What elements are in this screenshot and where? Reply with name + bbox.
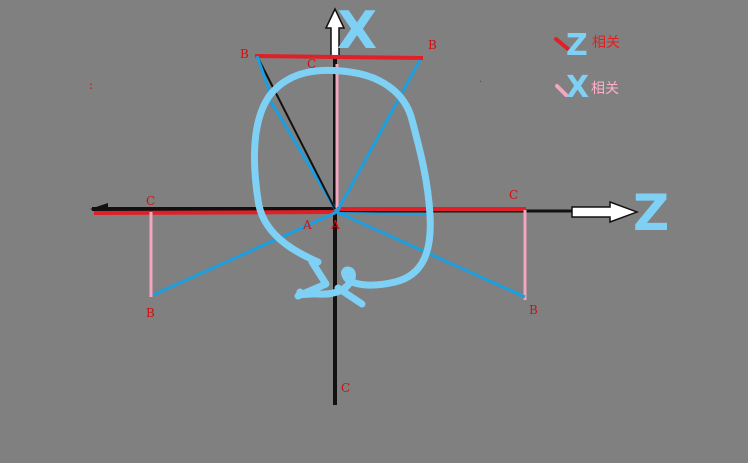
label-a-left: A (302, 218, 312, 232)
label-c-right: C (509, 188, 518, 202)
blue-line-to-right-b (336, 210, 526, 299)
blue-line-upper-left (268, 99, 339, 213)
axis-letter-z: Z (633, 184, 669, 242)
blue-line-horizontal (336, 212, 431, 215)
red-line-top (254, 54, 424, 60)
label-c-left: C (146, 194, 155, 208)
rotation-loop (250, 66, 434, 299)
legend-letter-z: Z (566, 28, 588, 63)
label-c-bottom: C (341, 381, 350, 395)
stray-dot: . (479, 74, 482, 85)
rotation-arrowhead (294, 258, 366, 308)
legend-red-stroke (554, 37, 570, 51)
legend-letter-x: X (566, 70, 589, 105)
label-c-top: C (307, 57, 316, 71)
z-axis-arrow (571, 200, 640, 224)
legend: Z 相关 X 相关 (554, 28, 620, 105)
axis-letter-x: X (337, 1, 377, 61)
label-b-left: B (146, 306, 155, 320)
legend-text-z: 相关 (592, 35, 620, 51)
stray-colon: : (89, 78, 93, 92)
blue-line-to-top-right (335, 59, 422, 213)
black-line-top-left (256, 55, 336, 210)
label-b-top-left: B (240, 47, 249, 61)
legend-text-x: 相关 (591, 81, 619, 97)
label-b-right: B (529, 303, 538, 317)
label-a-right: A (330, 218, 340, 232)
legend-pink-stroke (555, 84, 568, 97)
label-b-top-right: B (428, 38, 437, 52)
red-line-left (93, 210, 336, 215)
blue-line-to-left-b (152, 210, 338, 297)
